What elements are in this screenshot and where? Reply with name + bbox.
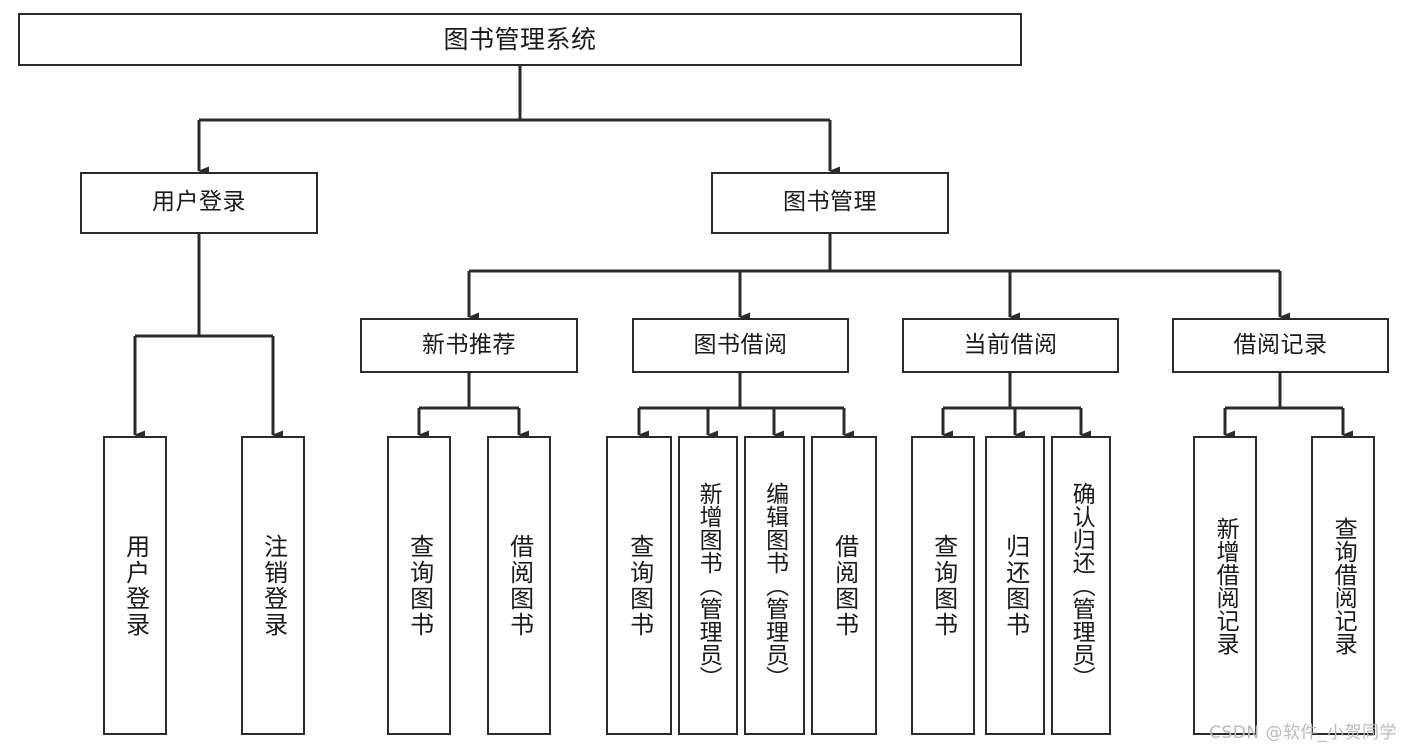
connector-lines [133,66,1353,440]
node-label: 查询图书 [625,533,654,638]
node-label: 注销登录 [259,533,288,638]
node-label: 图书管理 [783,189,877,216]
node-label: 新增图书（管理员） [695,482,722,689]
leaf-return-book[interactable]: 归还图书 [985,436,1045,735]
node-label: 归还图书 [1001,533,1030,638]
node-label: 新书推荐 [422,331,516,358]
node-label: 查询图书 [929,533,958,638]
leaf-add-book-admin[interactable]: 新增图书（管理员） [678,436,738,735]
leaf-logout-login[interactable]: 注销登录 [241,436,305,735]
leaf-add-borrow-record[interactable]: 新增借阅记录 [1193,436,1257,735]
watermark-text: CSDN @软件_小贺同学 [1209,723,1397,743]
leaf-borrow-book-recommend[interactable]: 借阅图书 [487,436,551,735]
node-label: 新增借阅记录 [1212,516,1239,655]
leaf-confirm-return-admin[interactable]: 确认归还（管理员） [1051,436,1111,735]
node-user-login[interactable]: 用户登录 [80,172,318,234]
node-label: 借阅图书 [830,533,859,638]
leaf-user-login[interactable]: 用户登录 [103,436,167,735]
node-label: 借阅图书 [505,533,534,638]
node-label: 确认归还（管理员） [1068,482,1095,689]
leaf-query-book-recommend[interactable]: 查询图书 [387,436,451,735]
node-label: 图书管理系统 [443,24,597,54]
node-current-borrow[interactable]: 当前借阅 [902,318,1119,373]
node-book-borrow[interactable]: 图书借阅 [632,318,849,373]
node-label: 用户登录 [152,189,246,216]
node-borrow-record[interactable]: 借阅记录 [1172,318,1389,373]
node-label: 当前借阅 [963,331,1058,358]
node-label: 编辑图书（管理员） [761,482,788,689]
leaf-edit-book-admin[interactable]: 编辑图书（管理员） [744,436,805,735]
node-label: 用户登录 [121,533,150,638]
leaf-borrow-book[interactable]: 借阅图书 [811,436,877,735]
node-book-management[interactable]: 图书管理 [711,172,949,234]
node-label: 查询图书 [405,533,434,638]
node-new-book-recommend[interactable]: 新书推荐 [360,318,578,373]
leaf-query-borrow-record[interactable]: 查询借阅记录 [1311,436,1375,735]
leaf-query-book-borrow[interactable]: 查询图书 [606,436,672,735]
node-root-book-management-system[interactable]: 图书管理系统 [18,13,1022,66]
node-label: 借阅记录 [1233,331,1328,358]
node-label: 查询借阅记录 [1330,516,1357,655]
node-label: 图书借阅 [693,331,788,358]
leaf-query-book-current[interactable]: 查询图书 [911,436,975,735]
